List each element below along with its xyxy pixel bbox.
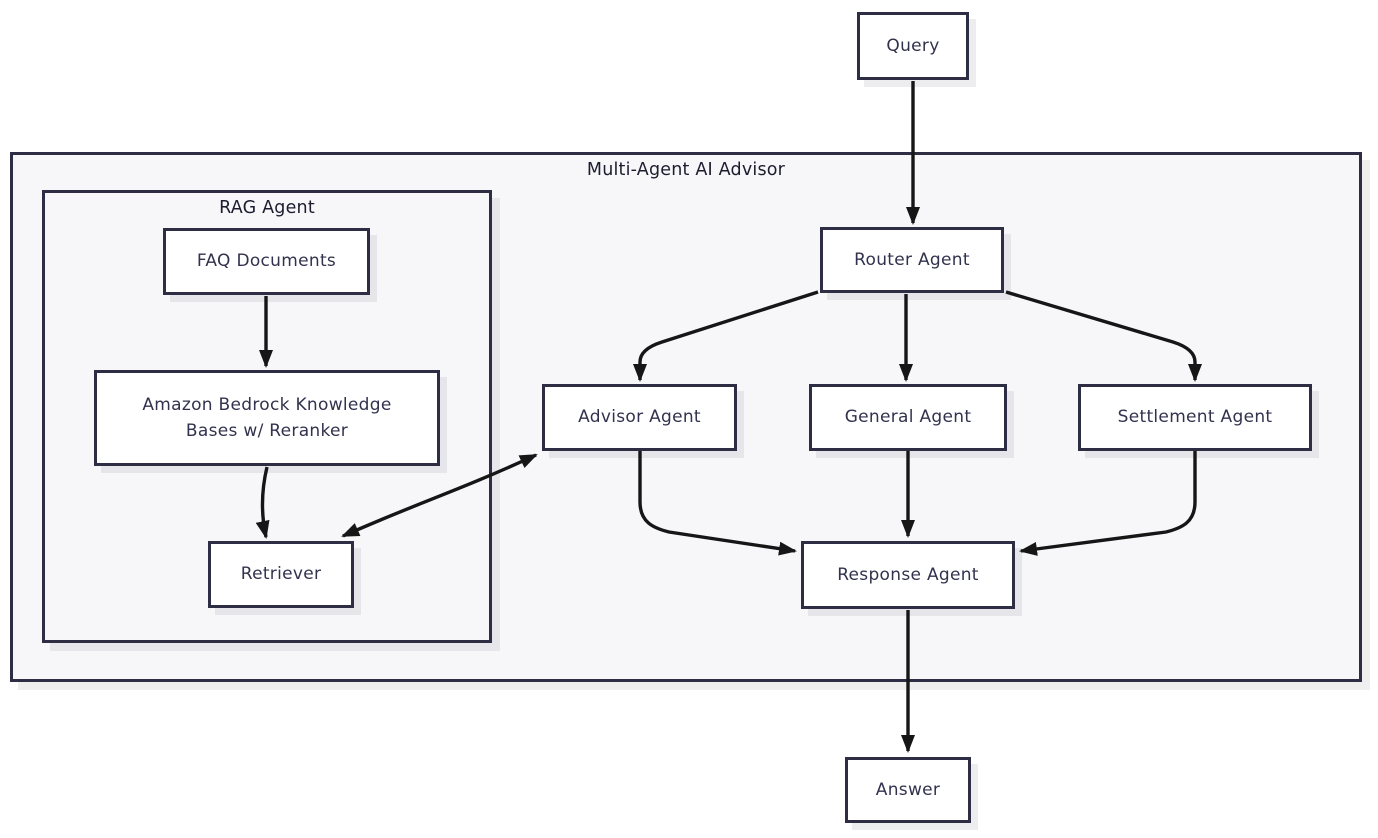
node-query-label: Query: [886, 35, 940, 56]
node-answer-label: Answer: [875, 779, 941, 800]
node-faq-documents: FAQ Documents: [163, 228, 370, 295]
node-settlement-agent: Settlement Agent: [1078, 384, 1312, 451]
node-response-agent-label: Response Agent: [837, 564, 979, 585]
node-retriever-label: Retriever: [240, 564, 322, 585]
node-query: Query: [857, 12, 969, 80]
node-response-agent: Response Agent: [801, 541, 1015, 609]
rag-agent-group-label: RAG Agent: [219, 198, 315, 218]
node-faq-documents-label: FAQ Documents: [196, 251, 337, 272]
node-general-agent-label: General Agent: [844, 407, 972, 428]
node-bedrock-knowledge-bases-label: Amazon Bedrock Knowledge Bases w/ Rerank…: [142, 394, 392, 441]
node-answer: Answer: [845, 757, 971, 823]
node-retriever: Retriever: [208, 541, 354, 608]
multi-agent-advisor-group-label: Multi-Agent AI Advisor: [586, 160, 786, 180]
node-router-agent-label: Router Agent: [854, 249, 970, 270]
node-advisor-agent-label: Advisor Agent: [578, 407, 701, 428]
node-general-agent: General Agent: [809, 384, 1007, 451]
node-advisor-agent: Advisor Agent: [542, 384, 737, 451]
node-router-agent: Router Agent: [820, 227, 1004, 293]
node-bedrock-knowledge-bases: Amazon Bedrock Knowledge Bases w/ Rerank…: [94, 370, 440, 466]
node-settlement-agent-label: Settlement Agent: [1117, 407, 1273, 428]
